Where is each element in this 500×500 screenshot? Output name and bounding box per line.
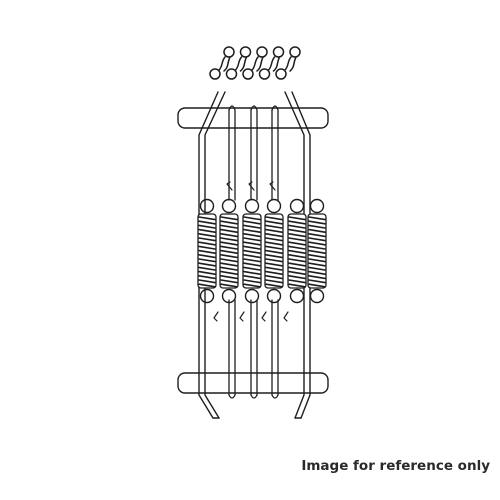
s-hook bbox=[275, 46, 301, 80]
spring-bottom-loop bbox=[266, 288, 282, 304]
spring-coils bbox=[265, 216, 283, 288]
spring bbox=[264, 198, 284, 304]
spring-bottom-loop bbox=[244, 288, 260, 304]
rod-hook bbox=[239, 311, 245, 322]
s-hook-bottom-eye bbox=[275, 68, 287, 80]
s-hook bbox=[242, 46, 268, 80]
s-hook-top-eye bbox=[289, 46, 301, 58]
s-hook-shank bbox=[239, 56, 248, 72]
spring-coils bbox=[243, 216, 261, 288]
s-hook-bottom-eye bbox=[225, 68, 238, 80]
rod-hook bbox=[283, 311, 289, 322]
s-hook-bottom-eye bbox=[258, 68, 271, 80]
spring-coils bbox=[220, 216, 238, 288]
spring bbox=[197, 198, 217, 304]
spring bbox=[219, 198, 239, 304]
spring-top-loop bbox=[289, 198, 305, 214]
spring-bottom-loop bbox=[221, 288, 237, 304]
s-hook-shank bbox=[267, 56, 276, 71]
rod-hook bbox=[248, 181, 255, 191]
spring-top-loop bbox=[309, 198, 325, 214]
s-hook-shank bbox=[289, 56, 297, 72]
s-hook-top-eye bbox=[223, 46, 235, 58]
spring-set bbox=[197, 198, 327, 304]
rod-hook bbox=[213, 311, 219, 322]
spring bbox=[307, 198, 327, 304]
inner-rod bbox=[250, 105, 258, 201]
s-hook-top-eye bbox=[272, 46, 285, 58]
s-hook-shank bbox=[234, 56, 243, 71]
spring bbox=[242, 198, 262, 304]
s-hook-shank bbox=[223, 56, 231, 72]
spring-top-loop bbox=[221, 198, 237, 214]
spring-coils bbox=[288, 216, 306, 288]
spring-top-loop bbox=[244, 198, 260, 214]
spring-top-loop bbox=[266, 198, 282, 214]
spring-bottom-loop bbox=[289, 288, 305, 304]
s-hook bbox=[225, 46, 252, 80]
s-hook bbox=[209, 46, 235, 80]
spring-coils bbox=[308, 216, 326, 288]
rod-hook bbox=[226, 181, 233, 191]
s-hook-top-eye bbox=[239, 46, 252, 58]
inner-rod bbox=[228, 394, 236, 399]
support-bar bbox=[177, 372, 329, 394]
s-hook-shank bbox=[272, 56, 281, 72]
s-hook-set bbox=[209, 46, 301, 80]
s-hook-bottom-eye bbox=[242, 68, 254, 80]
s-hook-bottom-eye bbox=[209, 68, 221, 80]
inner-rod bbox=[228, 105, 236, 201]
s-hook-top-eye bbox=[256, 46, 268, 58]
rod-hook bbox=[269, 181, 276, 191]
s-hook-shank bbox=[251, 56, 259, 71]
s-hook bbox=[258, 46, 285, 80]
s-hook-shank bbox=[256, 56, 264, 72]
spring-bottom-loop bbox=[309, 288, 325, 304]
inner-rod bbox=[250, 394, 258, 399]
spring-top-loop bbox=[199, 198, 215, 214]
rod-hook bbox=[261, 311, 267, 322]
spring-bottom-loop bbox=[199, 288, 215, 304]
s-hook-shank bbox=[218, 56, 226, 71]
spring-coils bbox=[198, 216, 216, 288]
inner-rod bbox=[271, 105, 279, 201]
spring bbox=[287, 198, 307, 304]
s-hook-shank bbox=[284, 56, 292, 71]
reference-caption: Image for reference only bbox=[301, 458, 490, 474]
inner-rod bbox=[271, 394, 279, 399]
